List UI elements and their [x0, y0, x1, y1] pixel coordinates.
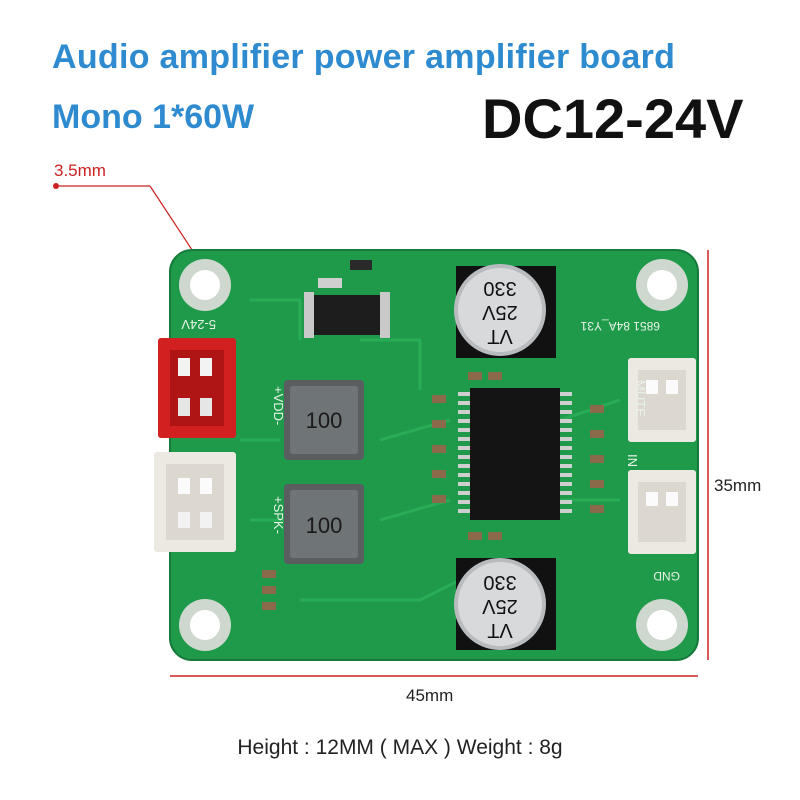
product-subtitle: Mono 1*60W [52, 98, 255, 136]
hole-dimension-label: 3.5mm [54, 161, 106, 180]
chip-pin [560, 419, 572, 423]
smd-passives [262, 372, 604, 610]
chip-pin [458, 491, 470, 495]
capacitor-bottom-line3: 330 [483, 571, 516, 593]
inductor-top-label: 100 [306, 408, 343, 433]
chip-pin [458, 392, 470, 396]
smd-resistor [432, 470, 446, 478]
power-connector [158, 338, 236, 438]
chip-pin [560, 410, 572, 414]
silkscreen: 6851 84A_Y31 5-24V +VDD- +SPK- MUTE IN G… [181, 317, 680, 583]
smd-resistor [468, 532, 482, 540]
chip-pin [458, 428, 470, 432]
smd-resistor [318, 278, 342, 288]
speaker-connector [154, 452, 236, 552]
mounting-hole-top-left [179, 259, 231, 311]
chip-pin [560, 428, 572, 432]
chip-pin [458, 410, 470, 414]
chip-pin [560, 500, 572, 504]
mounting-hole-top-right [636, 259, 688, 311]
chip-pin [560, 509, 572, 513]
hole-dimension-leader [53, 183, 201, 263]
smd-resistor [590, 455, 604, 463]
chip-pin [560, 491, 572, 495]
width-dimension-label: 45mm [406, 686, 454, 705]
smd-resistor [488, 372, 502, 380]
inductor-bottom-label: 100 [306, 513, 343, 538]
mounting-hole-bottom-right [636, 599, 688, 651]
smd-component [350, 260, 372, 270]
silk-spk: +SPK- [271, 496, 286, 534]
smd-resistor [590, 405, 604, 413]
smd-resistor [432, 395, 446, 403]
capacitor-top: VT 25V 330 [454, 264, 556, 358]
silk-in: IN [625, 454, 640, 467]
chip-pin [560, 455, 572, 459]
chip-pin [560, 482, 572, 486]
silk-mute: MUTE [633, 380, 648, 417]
silk-vdd: +VDD- [271, 386, 286, 425]
smd-resistor [262, 570, 276, 578]
smd-resistor [590, 505, 604, 513]
mounting-hole-bottom-left [179, 599, 231, 651]
pcb-traces [240, 298, 621, 602]
input-connector [628, 470, 696, 554]
height-dimension-label: 35mm [714, 476, 762, 495]
silk-power: 5-24V [181, 317, 216, 332]
chip-pin [560, 464, 572, 468]
silk-chip-marking: 6851 84A_Y31 [580, 319, 660, 333]
smd-resistor [590, 430, 604, 438]
smd-resistor [432, 420, 446, 428]
smd-resistor [590, 480, 604, 488]
smd-resistor [488, 532, 502, 540]
chip-pin [560, 401, 572, 405]
chip-pin [458, 419, 470, 423]
pcb-board [170, 250, 698, 660]
capacitor-bottom-line2: 25V [482, 595, 518, 617]
capacitor-top-line2: 25V [482, 301, 518, 323]
chip-pin [560, 392, 572, 396]
chip-pin [458, 437, 470, 441]
chip-pin [458, 464, 470, 468]
chip-pin [458, 455, 470, 459]
mute-connector [628, 358, 696, 442]
capacitor-top-line1: VT [487, 325, 513, 347]
smd-resistor [468, 372, 482, 380]
regulator-chip [304, 292, 390, 338]
smd-resistor [432, 495, 446, 503]
spec-footer: Height : 12MM ( MAX ) Weight : 8g [237, 736, 563, 759]
chip-pin [458, 446, 470, 450]
dimension-lines [170, 250, 709, 677]
capacitor-top-line3: 330 [483, 277, 516, 299]
chip-pin [458, 401, 470, 405]
smd-resistor [262, 602, 276, 610]
voltage-label: DC12-24V [482, 87, 744, 150]
silk-gnd: GND [653, 569, 680, 583]
chip-pin [560, 473, 572, 477]
smd-resistor [262, 586, 276, 594]
inductor-top: 100 [284, 380, 364, 460]
capacitor-bottom: VT 25V 330 [454, 558, 556, 650]
amplifier-chip [458, 388, 572, 520]
chip-pin [458, 500, 470, 504]
chip-pin [458, 473, 470, 477]
capacitor-bottom-line1: VT [487, 619, 513, 641]
smd-resistor [432, 445, 446, 453]
chip-pin [458, 482, 470, 486]
chip-pin [458, 509, 470, 513]
chip-pin [560, 446, 572, 450]
inductor-bottom: 100 [284, 484, 364, 564]
chip-pin [560, 437, 572, 441]
product-title: Audio amplifier power amplifier board [52, 38, 676, 76]
